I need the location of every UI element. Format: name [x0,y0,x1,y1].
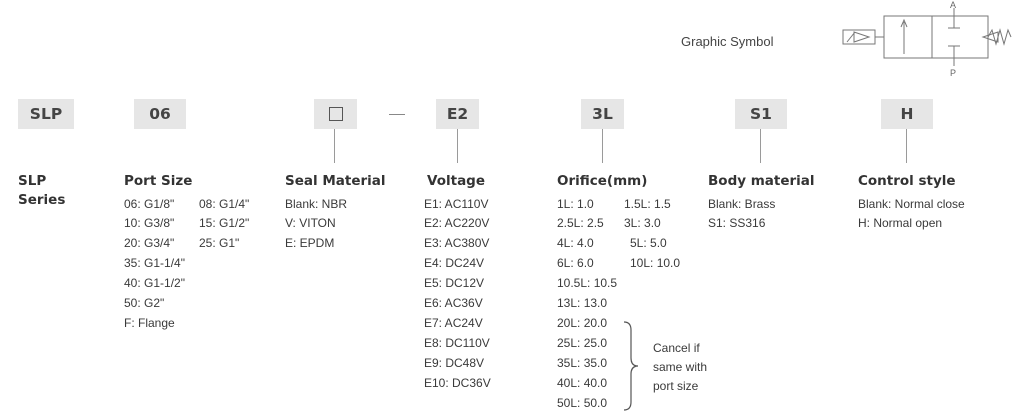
seal-material-item: Blank: NBR [285,197,348,211]
graphic-symbol-label: Graphic Symbol [681,34,774,49]
connector-control [906,129,907,163]
orifice-note-line: Cancel if [653,341,700,355]
control-style-item: Blank: Normal close [858,197,965,211]
orifice-item: 20L: 20.0 [557,316,608,330]
port-size-item: 10: G3/8" [124,216,175,230]
seal-material-item: E: EPDM [285,236,335,250]
port-size-item: 50: G2" [124,296,165,310]
orifice-item: 35L: 35.0 [557,356,608,370]
code-voltage: E2 [436,99,479,129]
connector-orifice [602,129,603,163]
seal-material-heading: Seal Material [285,173,386,189]
voltage-item: E7: AC24V [424,316,483,330]
code-port-size: 06 [134,99,186,129]
port-size-item: 40: G1-1/2" [124,276,185,290]
series-code-heading: SLP [18,173,47,189]
orifice-item: 5L: 5.0 [630,236,667,250]
voltage-item: E1: AC110V [424,197,489,211]
port-size-item: 08: G1/4" [199,197,250,211]
orifice-item: 40L: 40.0 [557,376,608,390]
port-size-item: F: Flange [124,316,175,330]
connector-voltage [457,129,458,163]
body-material-heading: Body material [708,173,815,189]
orifice-item: 1L: 1.0 [557,197,594,211]
connector-seal [334,129,335,163]
separator-dash [389,114,405,115]
series-heading: Series [18,192,66,208]
orifice-item: 4L: 4.0 [557,236,594,250]
orifice-item: 13L: 13.0 [557,296,608,310]
port-size-item: 06: G1/8" [124,197,175,211]
code-body-material: S1 [735,99,787,129]
port-size-item: 25: G1" [199,236,240,250]
voltage-item: E4: DC24V [424,256,485,270]
voltage-item: E8: DC110V [424,336,490,350]
code-orifice: 3L [581,99,624,129]
code-seal-material [314,99,357,129]
orifice-item: 3L: 3.0 [624,216,661,230]
orifice-note-line: port size [653,379,699,393]
code-series: SLP [18,99,74,129]
orifice-item: 10L: 10.0 [630,256,681,270]
connector-body [760,129,761,163]
orifice-item: 25L: 25.0 [557,336,608,350]
orifice-note-line: same with [653,360,708,374]
orifice-item: 10.5L: 10.5 [557,276,618,290]
port-size-heading: Port Size [124,173,193,189]
control-style-heading: Control style [858,173,956,189]
orifice-item: 50L: 50.0 [557,396,608,410]
orifice-item: 1.5L: 1.5 [624,197,671,211]
port-a-label: A [950,0,956,10]
control-style-item: H: Normal open [858,216,943,230]
valve-symbol-diagram: A P [842,0,1012,78]
voltage-item: E2: AC220V [424,216,490,230]
orifice-item: 2.5L: 2.5 [557,216,604,230]
port-size-item: 15: G1/2" [199,216,250,230]
voltage-heading: Voltage [427,173,485,189]
code-control-style: H [881,99,933,129]
port-size-item: 20: G3/4" [124,236,175,250]
body-material-item: Blank: Brass [708,197,776,211]
orifice-heading: Orifice(mm) [557,173,648,189]
voltage-item: E10: DC36V [424,376,491,390]
voltage-item: E9: DC48V [424,356,485,370]
blank-square-icon [328,107,343,121]
voltage-item: E3: AC380V [424,236,490,250]
voltage-item: E5: DC12V [424,276,485,290]
port-p-label: P [950,68,956,78]
port-size-item: 35: G1-1/4" [124,256,185,270]
spring-icon [987,28,1012,46]
orifice-item: 6L: 6.0 [557,256,594,270]
brace-icon [623,321,639,411]
body-material-item: S1: SS316 [708,216,766,230]
voltage-item: E6: AC36V [424,296,483,310]
seal-material-item: V: VITON [285,216,336,230]
